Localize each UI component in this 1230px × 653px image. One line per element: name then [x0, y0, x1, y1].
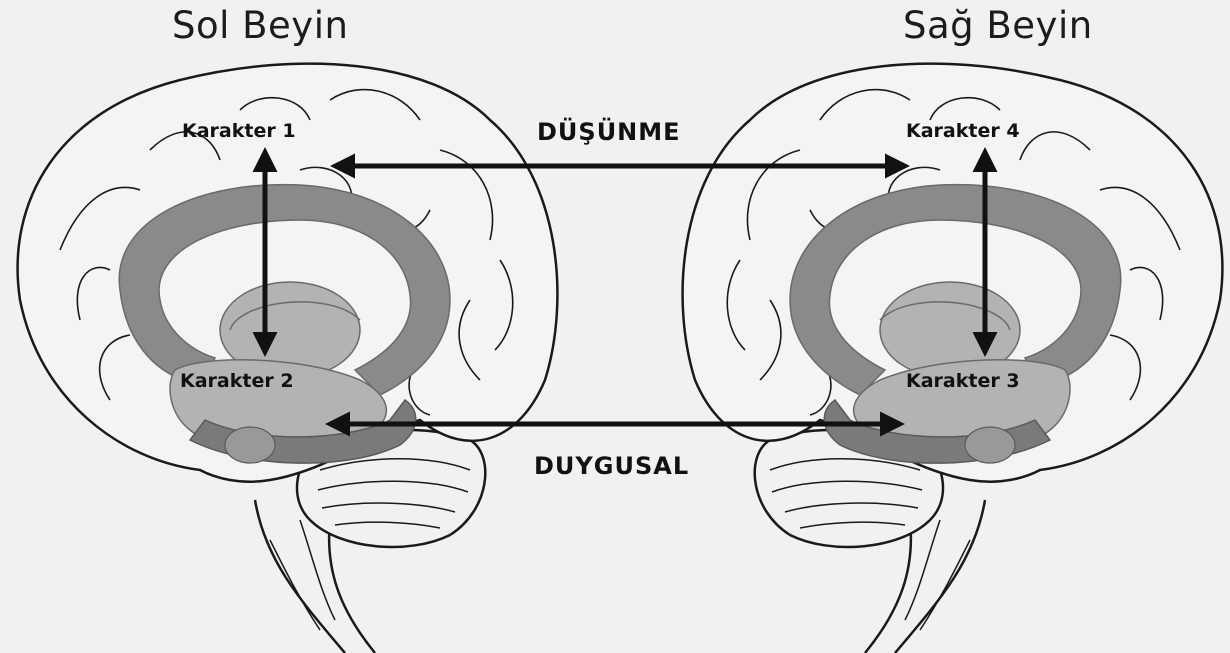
character-3-label: Karakter 3	[906, 370, 1020, 392]
character-2-label: Karakter 2	[180, 370, 294, 392]
right-brain-title: Sağ Beyin	[903, 4, 1093, 47]
right-brain	[683, 64, 1223, 653]
character-1-label: Karakter 1	[182, 120, 296, 142]
left-brain	[18, 64, 558, 653]
character-4-label: Karakter 4	[906, 120, 1020, 142]
emotional-label: DUYGUSAL	[534, 452, 689, 480]
left-brain-title: Sol Beyin	[172, 4, 348, 47]
thinking-label: DÜŞÜNME	[537, 118, 681, 146]
